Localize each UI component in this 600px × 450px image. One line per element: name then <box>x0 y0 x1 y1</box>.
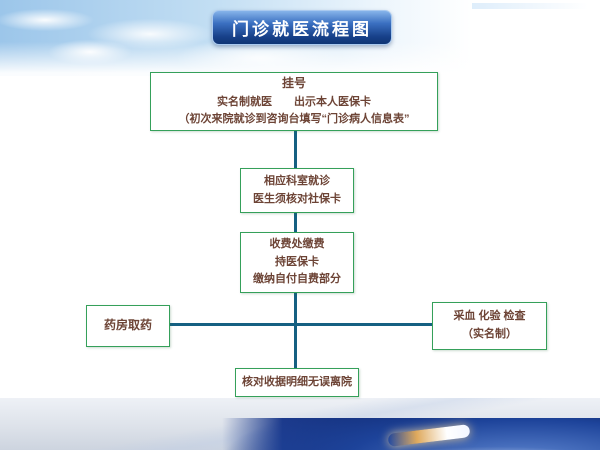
page-title-text: 门诊就医流程图 <box>232 20 372 39</box>
flow-node-register: 挂号 实名制就医 出示本人医保卡 （初次来院就诊到咨询台填写“门诊病人信息表” <box>150 72 438 131</box>
node-text-line: 挂号 <box>281 76 306 91</box>
flow-node-tests: 采血 化验 检查 （实名制） <box>432 302 547 350</box>
node-text-line: 相应科室就诊 <box>264 174 330 187</box>
connector-clinic-payment <box>294 211 297 232</box>
node-text-line: 持医保卡 <box>275 255 319 268</box>
node-text-line: 缴纳自付自费部分 <box>253 273 341 286</box>
node-text-line: （初次来院就诊到咨询台填写“门诊病人信息表” <box>178 113 410 126</box>
node-text-line: 收费处缴费 <box>269 238 325 251</box>
flow-node-pharmacy: 药房取药 <box>86 305 170 347</box>
node-text-line: （实名制） <box>462 328 517 340</box>
flow-node-leave-hospital: 核对收据明细无误离院 <box>235 368 359 397</box>
node-text-line: 采血 化验 检查 <box>453 310 526 323</box>
node-text-line: 药房取药 <box>103 318 152 333</box>
node-text-line: 医生须核对社保卡 <box>253 192 341 205</box>
flow-node-clinic: 相应科室就诊 医生须核对社保卡 <box>240 168 354 213</box>
node-text-line: 实名制就医 出示本人医保卡 <box>217 95 371 108</box>
connector-pharmacy-tests <box>168 323 432 326</box>
connector-payment-leave <box>294 291 297 368</box>
connector-register-clinic <box>294 129 297 168</box>
flow-node-payment: 收费处缴费 持医保卡 缴纳自付自费部分 <box>240 232 354 293</box>
page-title: 门诊就医流程图 <box>212 10 392 45</box>
node-text-line: 核对收据明细无误离院 <box>242 375 352 388</box>
